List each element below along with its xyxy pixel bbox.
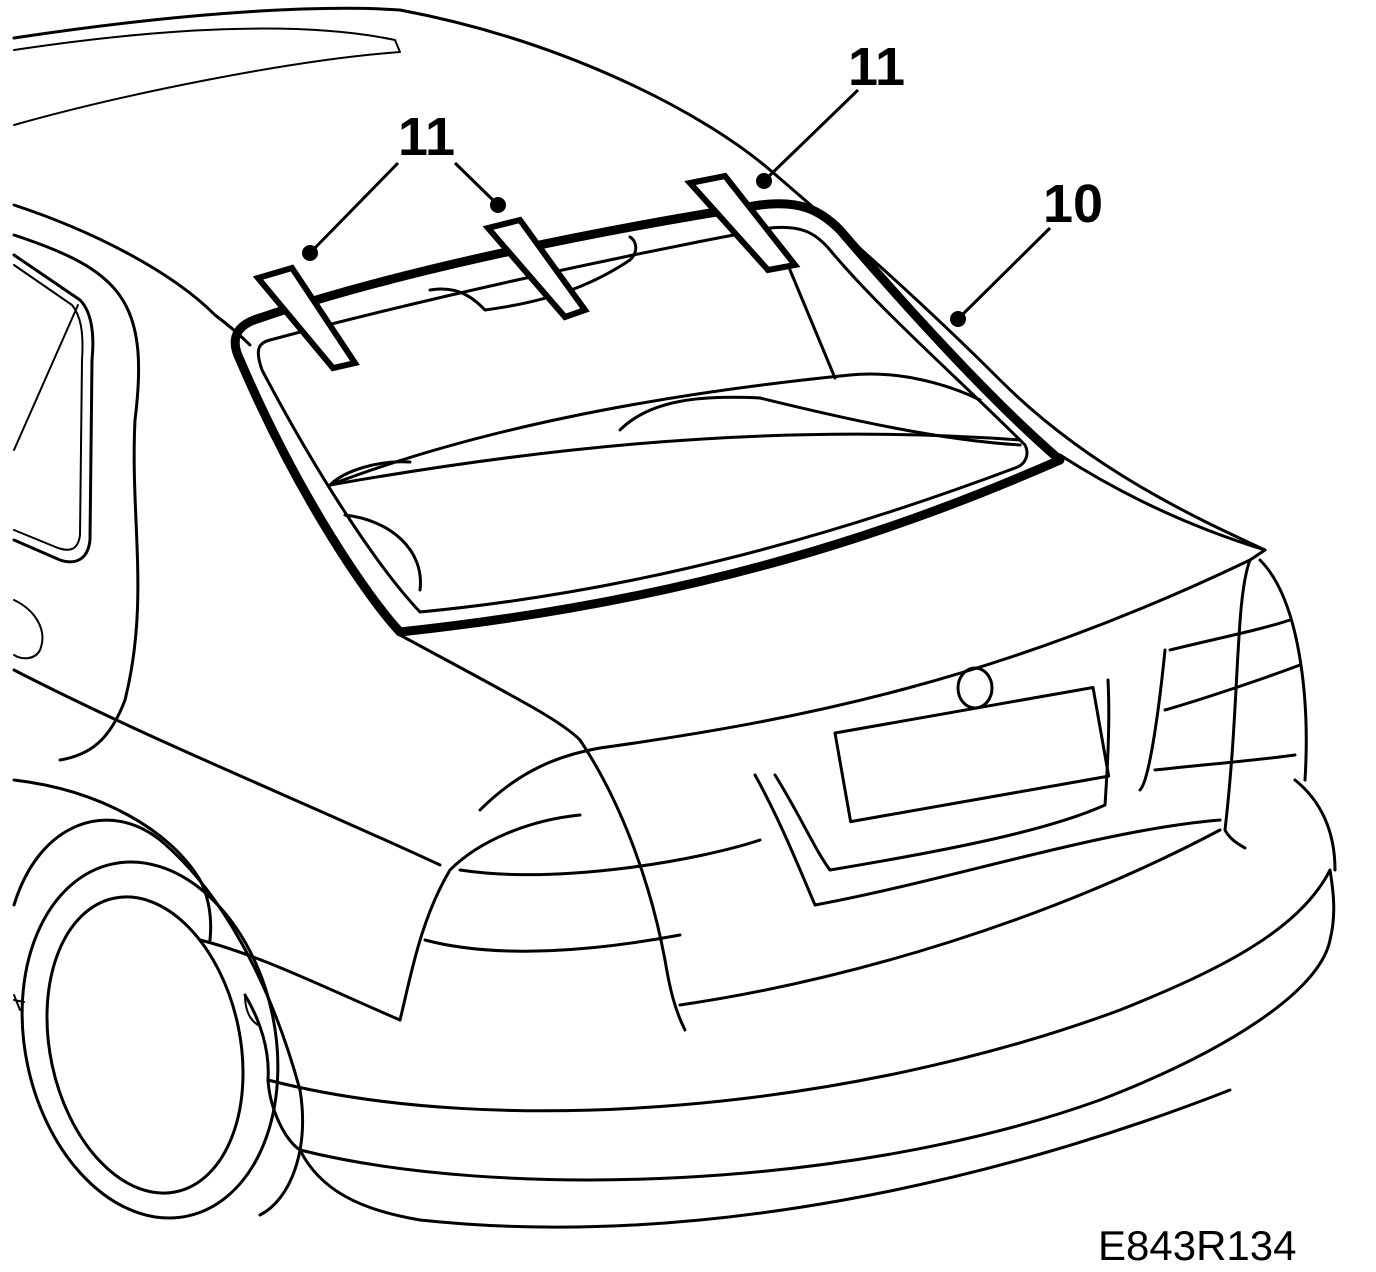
right-clip-shape <box>684 172 801 274</box>
left-clip-shape <box>252 264 360 372</box>
leader-lines <box>302 88 1052 327</box>
reference-code: E843R134 <box>1098 1222 1297 1269</box>
window-clips <box>252 172 801 372</box>
callout-left-clip: 11 <box>398 107 455 167</box>
right-clip-dot <box>756 173 772 189</box>
car-body <box>12 6 1337 1229</box>
middle-clip-dot <box>490 197 506 213</box>
left-clip-dot <box>302 245 318 261</box>
callout-right-clip: 11 <box>848 37 905 97</box>
callout-labels: 11 11 10 <box>398 37 1103 234</box>
rear-window <box>230 199 1065 637</box>
molding-dot <box>950 311 966 327</box>
callout-window-molding: 10 <box>1043 174 1103 234</box>
middle-clip-shape <box>482 216 590 321</box>
window-molding-line <box>230 199 1065 637</box>
